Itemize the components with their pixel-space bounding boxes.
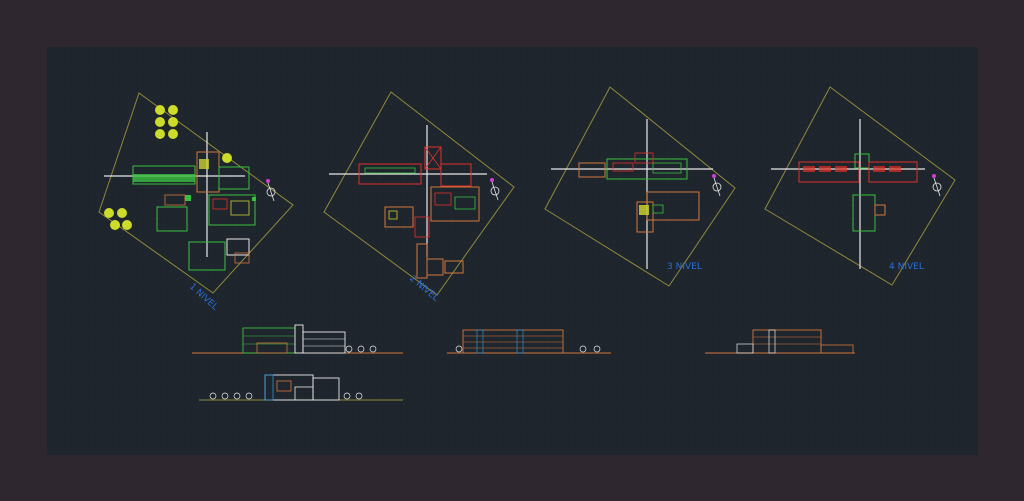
ramp[interactable] <box>416 243 428 279</box>
room-fill <box>835 166 847 172</box>
room-fill <box>803 166 815 172</box>
room <box>414 216 430 238</box>
building-wing-east[interactable] <box>218 166 250 190</box>
building-core[interactable] <box>424 146 442 170</box>
room-fill <box>889 166 901 172</box>
building-wing[interactable] <box>798 161 860 183</box>
floor-label: 3 NIVEL <box>667 262 702 272</box>
facade-block[interactable] <box>462 329 564 354</box>
building-block-west[interactable] <box>384 206 414 228</box>
terrace-outline[interactable] <box>646 191 700 221</box>
facade-block[interactable] <box>302 331 346 354</box>
elevation-1[interactable] <box>192 324 403 354</box>
stair-tower <box>768 329 776 354</box>
site-boundary <box>98 92 294 294</box>
tree-row <box>345 345 377 353</box>
building-wing[interactable] <box>358 163 422 185</box>
marker <box>252 197 256 201</box>
facade-block[interactable] <box>312 377 340 401</box>
floor-plan-2[interactable]: 2 NIVEL <box>323 91 515 304</box>
floor-plan-4[interactable]: 4 NIVEL <box>764 86 956 286</box>
site-boundary <box>323 91 515 296</box>
corridor-fill <box>133 174 195 182</box>
north-arrow-icon <box>266 179 276 202</box>
building-wing-east[interactable] <box>440 163 472 187</box>
room <box>230 200 250 216</box>
stair-tower <box>294 324 304 354</box>
north-arrow-icon <box>932 174 942 197</box>
floor-plan-1[interactable]: 1 NIVEL <box>98 92 294 313</box>
room <box>234 252 250 264</box>
annex <box>736 343 754 354</box>
facade-block[interactable] <box>752 329 822 354</box>
room-fill <box>639 205 649 215</box>
elevation-3[interactable] <box>705 329 855 354</box>
north-arrow-icon <box>490 178 500 201</box>
site-boundary <box>764 86 956 286</box>
cad-drawing-canvas[interactable]: 1 NIVEL 2 NIVEL <box>47 47 978 455</box>
site-boundary <box>544 86 736 287</box>
room <box>434 192 452 206</box>
building-block-south[interactable] <box>208 194 256 226</box>
ground-floor <box>256 342 288 354</box>
room-fill <box>819 166 831 172</box>
room <box>444 260 464 274</box>
room <box>454 196 476 210</box>
building-block-annex[interactable] <box>188 241 226 271</box>
room-fill <box>199 159 209 169</box>
room <box>652 204 664 214</box>
room <box>212 198 228 210</box>
stair-tower <box>516 329 524 354</box>
cad-model-space[interactable]: 1 NIVEL 2 NIVEL <box>47 47 978 455</box>
north-arrow-icon <box>712 174 722 197</box>
window <box>276 380 292 392</box>
room <box>426 258 444 276</box>
building-wing[interactable] <box>606 158 688 180</box>
tree-cluster <box>104 105 232 230</box>
building-core[interactable] <box>196 151 220 193</box>
building-core[interactable] <box>854 153 870 169</box>
room <box>874 204 886 216</box>
building-wing-west[interactable] <box>578 162 606 178</box>
building-block-south[interactable] <box>430 186 480 222</box>
stair-tower <box>264 374 274 401</box>
building-wing-east[interactable] <box>868 161 918 183</box>
room <box>388 210 398 220</box>
marker <box>185 195 191 201</box>
elevation-2[interactable] <box>447 329 611 354</box>
room <box>652 162 682 174</box>
room-fill <box>873 166 885 172</box>
floor-plan-3[interactable]: 3 NIVEL <box>544 86 736 287</box>
stair-tower <box>476 329 484 354</box>
annex <box>820 344 854 354</box>
void-cross <box>424 146 442 170</box>
elevation-4[interactable] <box>199 374 403 401</box>
building-block-west[interactable] <box>156 206 188 232</box>
tree-row <box>209 392 363 400</box>
building-tower[interactable] <box>852 194 876 232</box>
building-tower[interactable] <box>636 201 654 233</box>
room <box>634 152 654 164</box>
floor-label: 4 NIVEL <box>889 262 924 272</box>
room <box>164 194 186 206</box>
room <box>226 238 250 256</box>
ground-floor <box>294 386 314 401</box>
corridor <box>364 167 416 174</box>
tree-row <box>455 345 601 353</box>
room <box>612 162 634 172</box>
facade-block[interactable] <box>264 374 314 401</box>
